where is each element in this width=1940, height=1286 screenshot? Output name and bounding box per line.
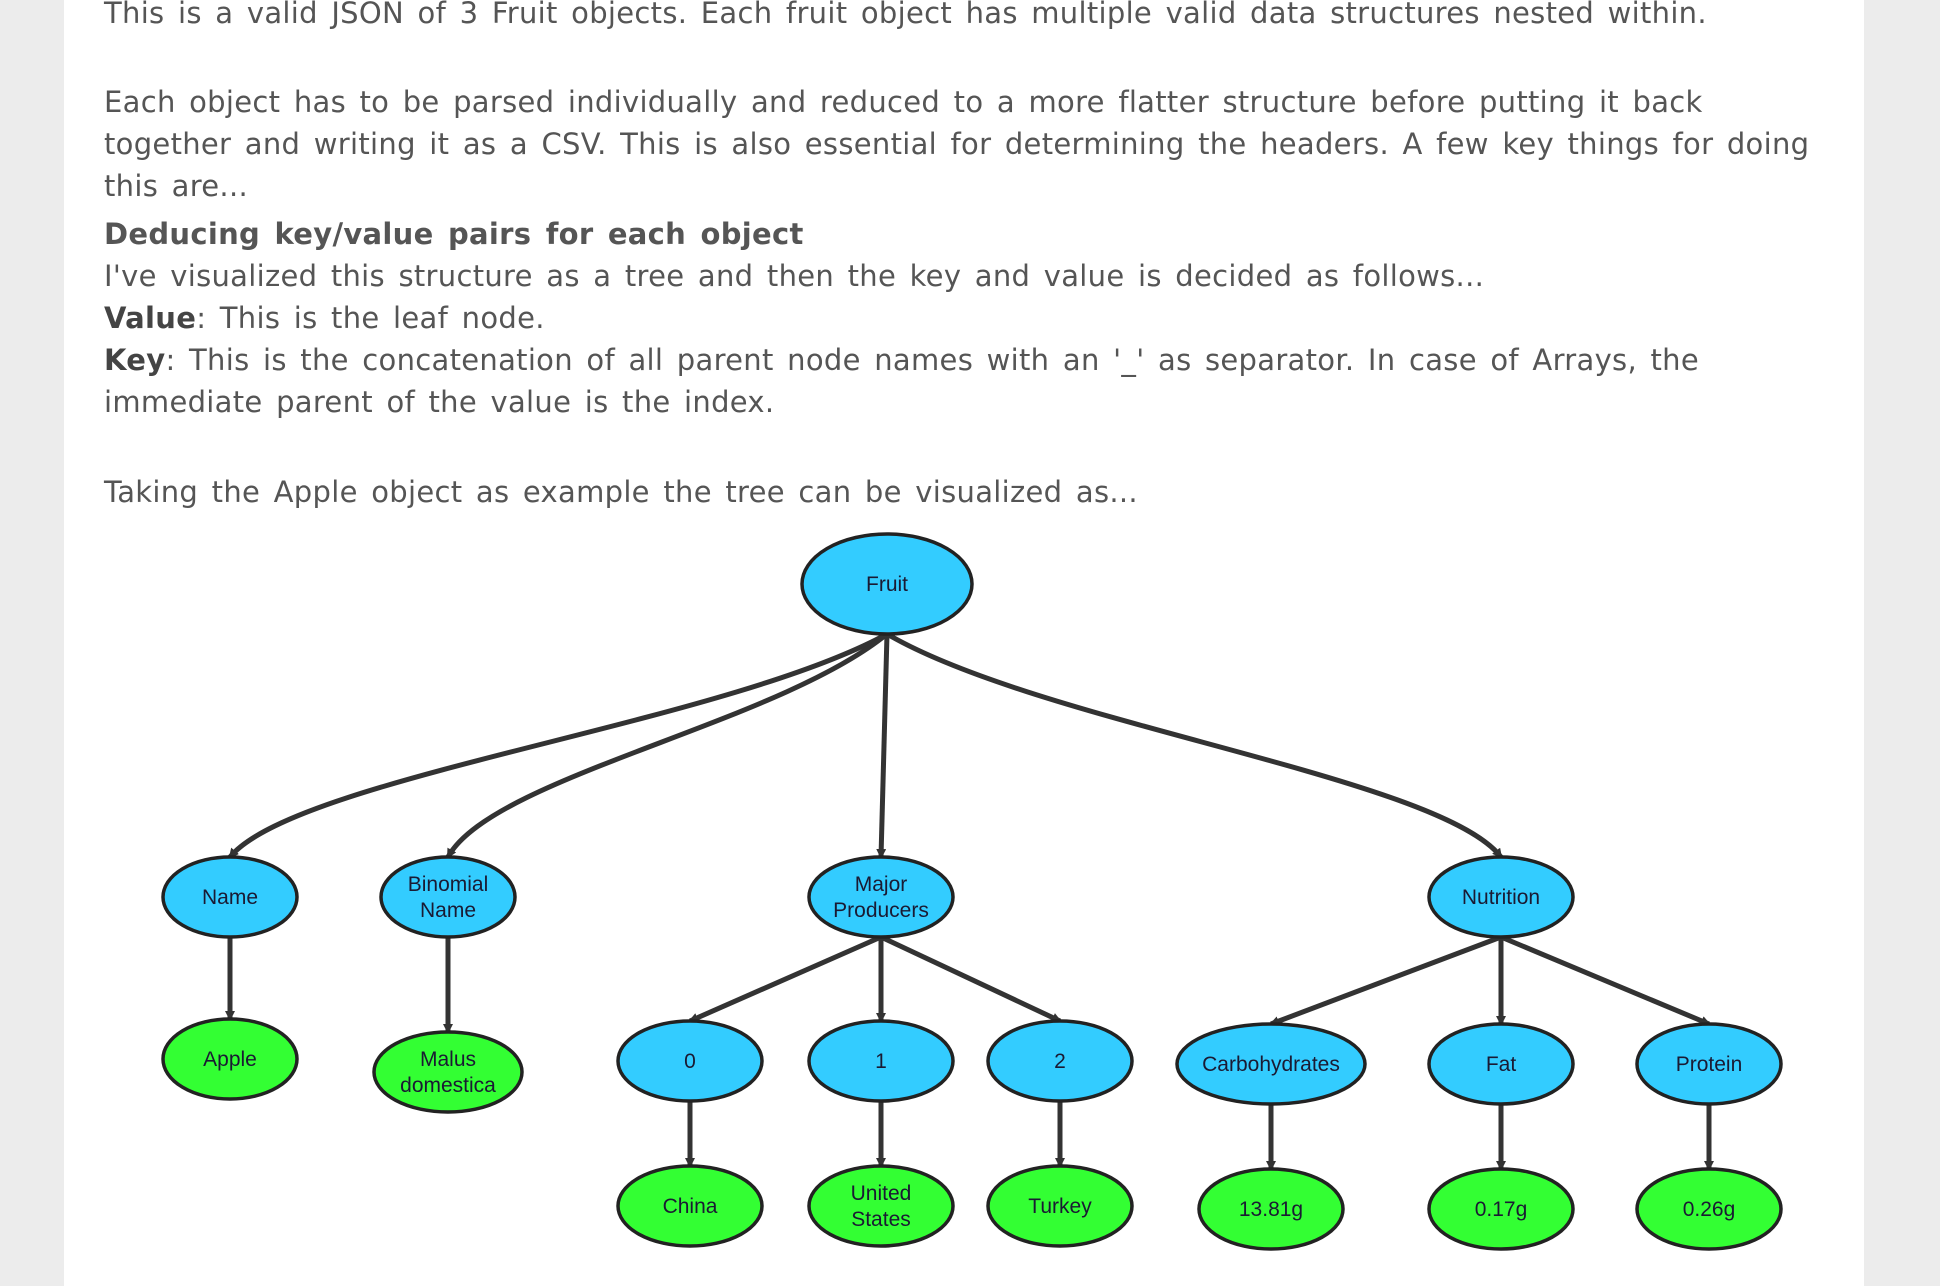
tree-node-carbs_val: 13.81g xyxy=(1197,1167,1345,1251)
parse-paragraph: Each object has to be parsed individuall… xyxy=(104,85,1810,203)
tree-node-shape xyxy=(1635,1167,1783,1251)
tree-nodes: FruitNameBinomialNameMajorProducersNutri… xyxy=(161,532,1783,1251)
tree-node-shape xyxy=(379,855,517,939)
tree-node-fat: Fat xyxy=(1427,1022,1575,1106)
tree-node-apple: Apple xyxy=(161,1017,299,1101)
tree-node-idx0: 0 xyxy=(616,1019,764,1103)
tree-node-label: Producers xyxy=(833,899,929,922)
tree-node-shape xyxy=(372,1030,524,1114)
tree-node-label: Name xyxy=(202,886,258,909)
tree-node-label: 0.17g xyxy=(1475,1198,1528,1221)
tree-node-shape xyxy=(1635,1022,1783,1106)
tree-node-protein_val: 0.26g xyxy=(1635,1167,1783,1251)
article-page: This is a valid JSON of 3 Fruit objects.… xyxy=(64,0,1864,1286)
tree-node-malus: Malus domestica xyxy=(372,1030,524,1114)
tree-node-label: 13.81g xyxy=(1239,1198,1303,1221)
tree-node-shape xyxy=(1197,1167,1345,1251)
tree-node-shape xyxy=(161,1017,299,1101)
tree-edge-fruit-name xyxy=(228,631,889,859)
tree-edge-nutrition-carbs xyxy=(1269,934,1502,1027)
tree-node-label: Binomial xyxy=(408,873,489,896)
tree-node-turkey: Turkey xyxy=(986,1164,1134,1248)
tree-node-shape xyxy=(986,1019,1134,1103)
tree-edge-fruit-producers xyxy=(876,633,890,859)
tree-edge-fruit-binomial xyxy=(445,632,889,859)
tree-node-shape xyxy=(1427,1022,1575,1106)
tree-node-label: domestica xyxy=(400,1074,496,1097)
tree-node-label: Malus xyxy=(420,1048,476,1071)
tree-node-shape xyxy=(1427,1167,1575,1251)
tree-node-label: Fat xyxy=(1486,1053,1517,1076)
tree-node-label: United xyxy=(851,1182,912,1205)
tree-node-label: Protein xyxy=(1676,1053,1743,1076)
visualized-text: I've visualized this structure as a tree… xyxy=(104,259,1485,293)
tree-node-china: China xyxy=(616,1164,764,1248)
tree-node-label: 0 xyxy=(684,1050,696,1073)
tree-node-shape xyxy=(986,1164,1134,1248)
tree-node-label: Carbohydrates xyxy=(1202,1053,1340,1076)
tree-edge-fruit-nutrition xyxy=(885,631,1503,859)
value-text: : This is the leaf node. xyxy=(196,301,545,335)
tree-node-name: Name xyxy=(161,855,299,939)
tree-node-idx2: 2 xyxy=(986,1019,1134,1103)
intro-paragraph: This is a valid JSON of 3 Fruit objects.… xyxy=(104,0,1707,30)
tree-node-label: Nutrition xyxy=(1462,886,1540,909)
tree-node-shape xyxy=(616,1019,764,1103)
tree-node-label: 2 xyxy=(1054,1050,1066,1073)
section-heading: Deducing key/value pairs for each object xyxy=(104,217,804,251)
tree-node-nutrition: Nutrition xyxy=(1427,855,1575,939)
value-label: Value xyxy=(104,301,197,335)
tree-node-shape xyxy=(807,1164,955,1248)
tree-node-shape xyxy=(800,532,974,636)
tree-node-label: Fruit xyxy=(866,573,908,596)
tree-node-carbs: Carbohydrates xyxy=(1175,1022,1367,1106)
tree-node-label: States xyxy=(851,1208,911,1231)
tree-edge-nutrition-protein xyxy=(1500,934,1711,1027)
tree-node-label: 0.26g xyxy=(1683,1198,1736,1221)
tree-node-label: 1 xyxy=(875,1050,887,1073)
tree-edges xyxy=(225,631,1714,1171)
key-definition: Key: This is the concatenation of all pa… xyxy=(104,339,1824,423)
tree-node-label: Turkey xyxy=(1028,1195,1092,1218)
tree-node-shape xyxy=(616,1164,764,1248)
tree-node-shape xyxy=(161,855,299,939)
tree-node-shape xyxy=(1427,855,1575,939)
tree-node-label: Major xyxy=(855,873,908,896)
tree-node-label: China xyxy=(663,1195,718,1218)
tree-node-label: Name xyxy=(420,899,476,922)
tree-node-protein: Protein xyxy=(1635,1022,1783,1106)
tree-node-label: Apple xyxy=(203,1048,257,1071)
tree-node-shape xyxy=(1175,1022,1367,1106)
tree-node-shape xyxy=(807,1019,955,1103)
tree-node-shape xyxy=(807,855,955,939)
tree-edge-producers-idx2 xyxy=(879,934,1062,1024)
example-text: Taking the Apple object as example the t… xyxy=(104,475,1138,509)
key-text: : This is the concatenation of all paren… xyxy=(104,343,1699,419)
key-label: Key xyxy=(104,343,166,377)
tree-node-fat_val: 0.17g xyxy=(1427,1167,1575,1251)
tree-diagram: FruitNameBinomialNameMajorProducersNutri… xyxy=(161,532,1783,1251)
tree-node-idx1: 1 xyxy=(807,1019,955,1103)
tree-edge-producers-idx0 xyxy=(688,934,883,1024)
tree-node-fruit: Fruit xyxy=(800,532,974,636)
value-definition: Value: This is the leaf node. xyxy=(104,297,545,339)
